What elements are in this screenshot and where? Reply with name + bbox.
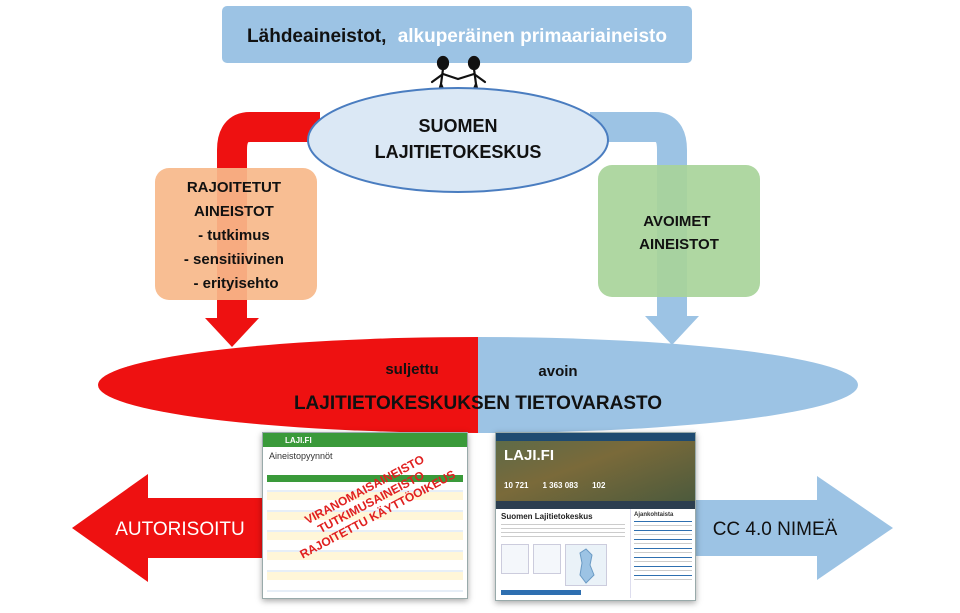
- open-portal-news-lines: [634, 521, 692, 581]
- open-portal-stat-1: 10 721: [504, 481, 529, 490]
- open-portal-stat-2: 1 363 083: [542, 481, 579, 490]
- restricted-box-text: RAJOITETUT AINEISTOT - tutkimus - sensit…: [184, 179, 288, 292]
- restricted-portal-heading: Aineistopyynnöt: [269, 451, 333, 461]
- center-node-ellipse: [307, 87, 609, 193]
- open-portal-side-heading: Ajankohtaista: [634, 512, 674, 518]
- source-banner-part1: Lähdeaineistot,: [247, 26, 386, 47]
- open-portal-card-1: [501, 544, 529, 574]
- warehouse-title: LAJITIETOKESKUKSEN TIETOVARASTO: [294, 393, 662, 414]
- source-banner-text: Lähdeaineistot, alkuperäinen primaariain…: [247, 26, 667, 47]
- blue-flow-arrow-shaft: [590, 112, 687, 320]
- restricted-portal-table-header: [267, 475, 463, 482]
- restricted-portal-header: LAJI.FI: [263, 433, 467, 447]
- open-line-1: AVOIMET: [643, 213, 710, 230]
- source-banner-box: [222, 6, 692, 63]
- open-line-2: AINEISTOT: [639, 236, 719, 253]
- restricted-line-1: RAJOITETUT: [187, 179, 281, 196]
- open-portal-brand: LAJI.FI: [504, 447, 555, 464]
- center-node-line2: LAJITIETOKESKUS: [375, 142, 542, 162]
- open-box: [598, 165, 760, 297]
- warehouse-closed-half: [98, 337, 478, 433]
- authorized-arrow: [72, 474, 272, 582]
- open-portal-stat-3: 102: [592, 481, 606, 490]
- open-portal-hero: LAJI.FI 10 721 1 363 083 102: [496, 433, 695, 501]
- warehouse-closed-label: suljettu: [385, 361, 438, 378]
- restricted-line-4: - sensitiivinen: [184, 251, 284, 268]
- license-arrow-label: CC 4.0 NIMEÄ: [713, 519, 838, 540]
- open-portal-map: [565, 544, 607, 586]
- restricted-box: [155, 168, 317, 300]
- restricted-line-3: - tutkimus: [198, 227, 270, 244]
- open-portal-card-2: [533, 544, 561, 574]
- warehouse-open-label: avoin: [538, 363, 577, 380]
- license-arrow: [690, 476, 893, 580]
- restricted-portal-screenshot: LAJI.FI Aineistopyynnöt VIRANOMAISAINEIS…: [262, 432, 468, 599]
- restricted-portal-rows: [267, 482, 463, 592]
- open-portal-nav: [496, 433, 695, 441]
- open-portal-heading: Suomen Lajitietokeskus: [501, 512, 593, 521]
- source-banner-part2: alkuperäinen primaariaineisto: [398, 26, 667, 47]
- open-portal-toolbar: [496, 501, 695, 509]
- open-portal-screenshot: LAJI.FI 10 721 1 363 083 102 Suomen Laji…: [495, 432, 696, 601]
- restricted-line-2: AINEISTOT: [194, 203, 274, 220]
- open-box-text: AVOIMET AINEISTOT: [639, 213, 719, 253]
- open-portal-stats: 10 721 1 363 083 102: [504, 481, 605, 490]
- restricted-portal-brand: LAJI.FI: [285, 435, 312, 445]
- restricted-line-5: - erityisehto: [193, 275, 278, 292]
- open-portal-body-lines: [501, 524, 625, 540]
- authorized-arrow-label: AUTORISOITU: [115, 519, 245, 540]
- center-node-line1: SUOMEN: [418, 116, 497, 136]
- open-portal-button: [501, 590, 581, 595]
- red-flow-arrow-head: [205, 318, 259, 347]
- open-portal-cards: [501, 544, 625, 586]
- red-flow-arrow-shaft: [217, 112, 320, 330]
- blue-flow-arrow-head: [645, 316, 699, 345]
- finland-map-icon: [579, 548, 595, 584]
- warehouse-open-half: [478, 337, 858, 433]
